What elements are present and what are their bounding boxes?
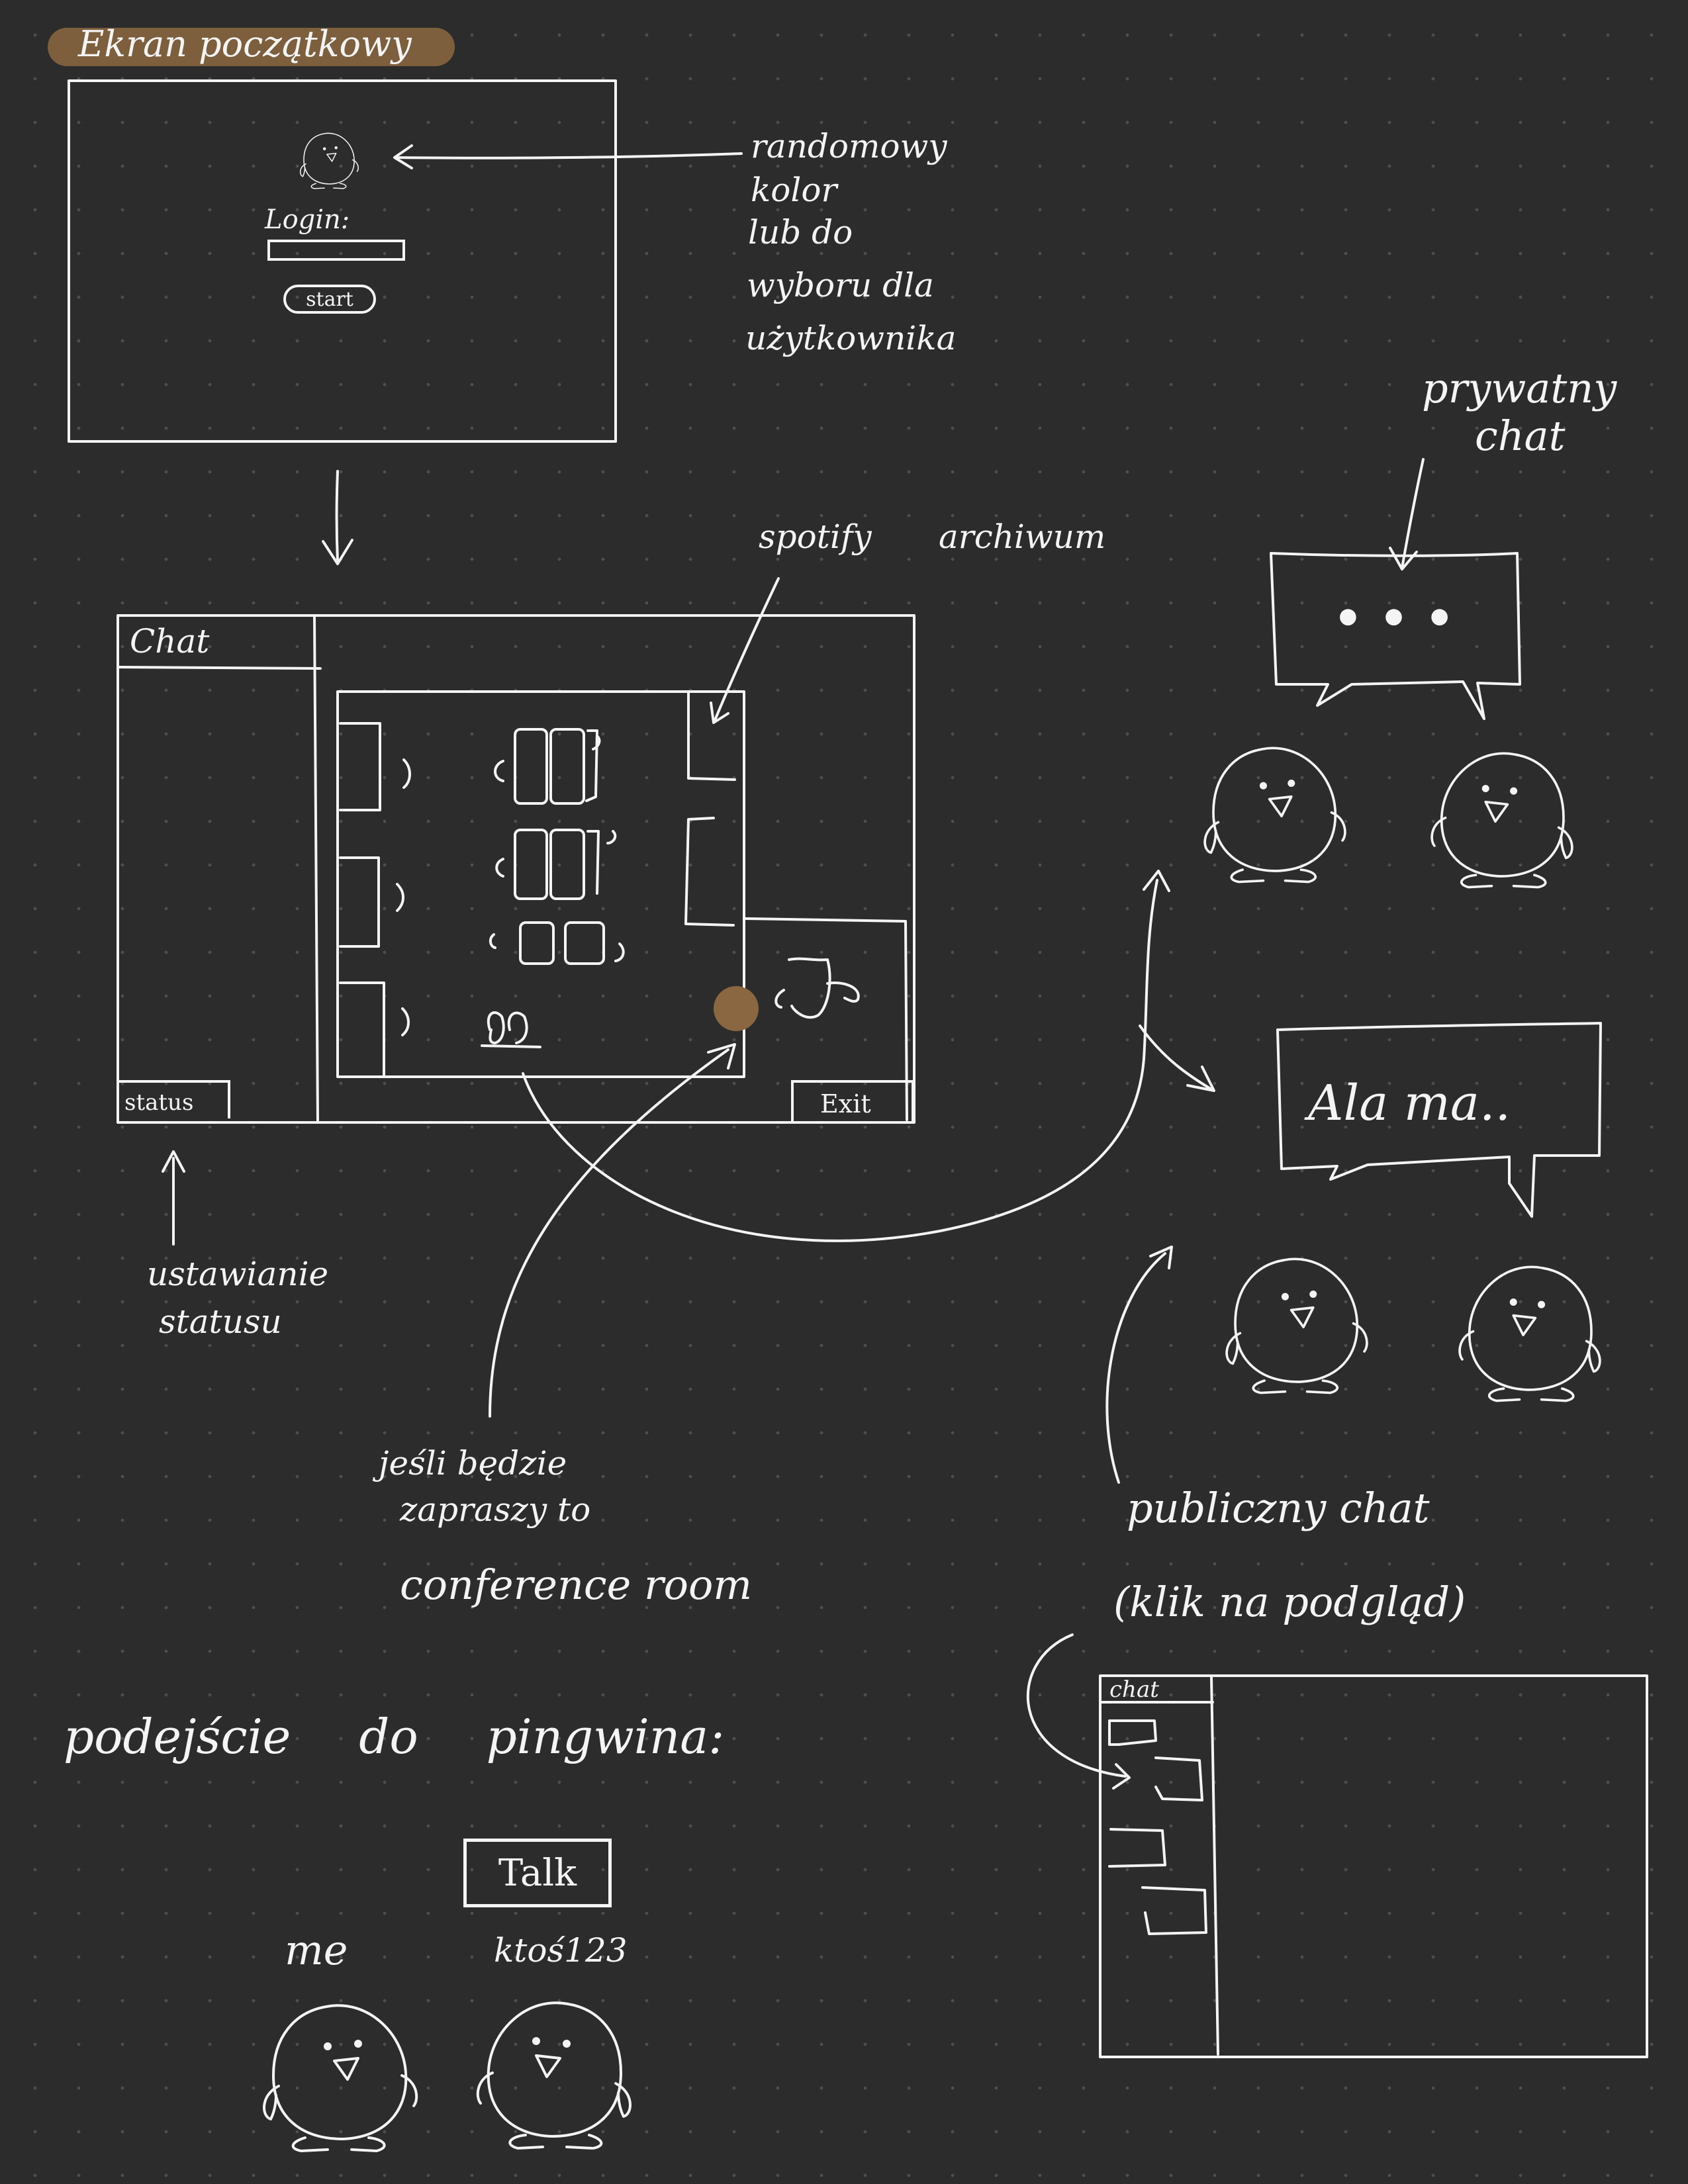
chat-label: Chat (130, 622, 210, 660)
private-chat-note-line-1: prywatny (1422, 364, 1617, 412)
public-chat-note-line-1: publiczny chat (1127, 1484, 1430, 1532)
avatar-arrow (395, 152, 743, 159)
title-highlight (48, 28, 455, 66)
mini-chat-arrow (1026, 1633, 1127, 1778)
private-bubble-text: • • • (1333, 591, 1454, 646)
other-penguin (476, 2001, 632, 2150)
public-penguin-left (1225, 1257, 1368, 1394)
archive-note: archiwum (939, 518, 1106, 556)
me-penguin (263, 2004, 418, 2152)
office-room (336, 690, 745, 1078)
private-bubble (1270, 552, 1521, 720)
login-label: Login: (265, 205, 350, 235)
approach-note: podejście do pingwina: (64, 1709, 725, 1764)
status-note-line-2: statusu (159, 1302, 282, 1341)
conference-arrow (489, 1048, 729, 1418)
start-screen-frame (68, 79, 617, 443)
start-button[interactable]: start (283, 285, 376, 314)
avatar-note-line-1: randomowy (751, 127, 947, 165)
me-label: me (285, 1926, 348, 1974)
avatar-note-line-4: wyboru dla (747, 266, 934, 304)
avatar-note-line-2: kolor (751, 171, 837, 209)
private-chat-note-line-2: chat (1475, 412, 1566, 460)
spotify-arrow (714, 577, 780, 721)
conference-note-line-2: zapraszy to (400, 1490, 591, 1529)
status-button[interactable]: status (118, 1080, 230, 1118)
public-bubble (1276, 1022, 1602, 1218)
flow-down-arrow (335, 470, 339, 563)
public-bubble-text: Ala ma.. (1308, 1075, 1511, 1132)
highlight-dot (714, 986, 759, 1031)
exit-button[interactable]: Exit (791, 1080, 914, 1121)
conference-note-line-3: conference room (400, 1561, 753, 1609)
private-penguin-left (1203, 747, 1346, 884)
other-user-label: ktoś123 (494, 1931, 628, 1970)
mini-chat-screen (1099, 1674, 1648, 2058)
chat-flow-arrow (522, 879, 1158, 1242)
avatar-note-line-3: lub do (748, 213, 853, 251)
spotify-note: spotify (759, 518, 872, 556)
private-penguin-right (1430, 752, 1573, 889)
avatar-note-line-5: użytkownika (745, 319, 957, 357)
mini-chat-label: chat (1109, 1676, 1159, 1703)
chat-sidebar-divider (313, 615, 319, 1122)
talk-button[interactable]: Talk (463, 1839, 612, 1907)
small-room (744, 917, 908, 1121)
status-note-line-1: ustawianie (147, 1255, 329, 1293)
public-penguin-right (1458, 1265, 1601, 1402)
avatar-penguin (299, 132, 359, 189)
public-chat-arrow (1105, 1252, 1166, 1484)
public-chat-note-line-2: (klik na podgląd) (1113, 1578, 1466, 1626)
page-title: Ekran początkowy (78, 23, 412, 65)
main-screen-frame (117, 614, 915, 1124)
login-input[interactable] (267, 240, 405, 261)
conference-note-line-1: jeśli będzie (379, 1444, 567, 1482)
